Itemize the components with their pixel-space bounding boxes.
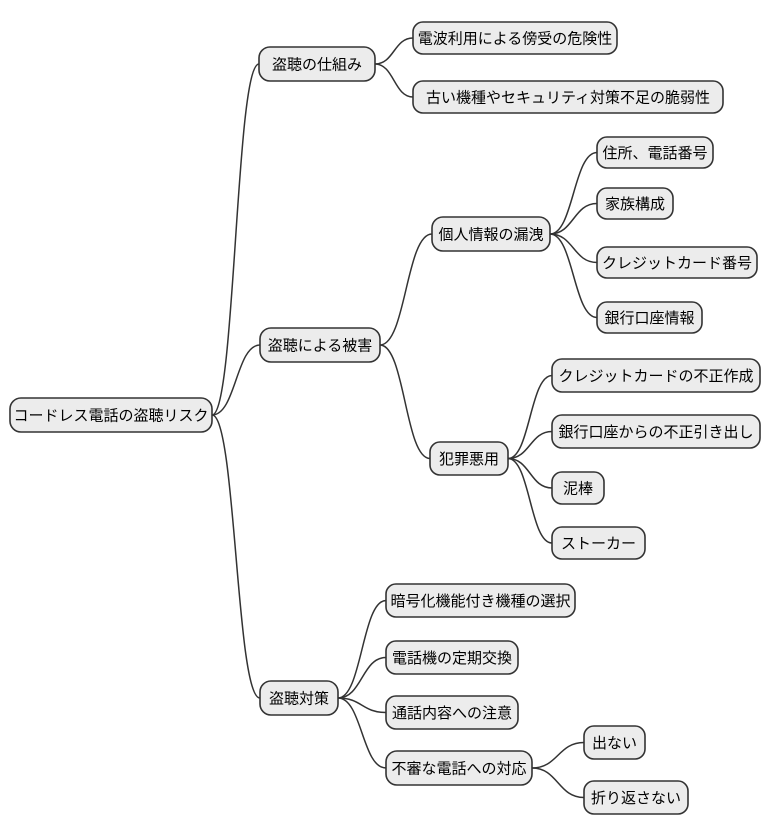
- node-credit-card-number: クレジットカード番号: [596, 246, 758, 279]
- node-call-content-caution: 通話内容への注意: [385, 695, 519, 730]
- node-bank-account-info: 銀行口座情報: [596, 301, 703, 334]
- node-credit-card-fraud-label: クレジットカードの不正作成: [558, 368, 753, 385]
- node-suspicious-call-response-label: 不審な電話への対応: [391, 761, 526, 778]
- edge-misuse-to-bank-fraud: [507, 430, 553, 460]
- node-eavesdropping-mechanism: 盗聴の仕組み: [258, 46, 376, 82]
- node-bank-account-info-label: 銀行口座情報: [604, 310, 694, 327]
- edge-countermeasures-to-replacement: [337, 656, 387, 699]
- edge-misuse-to-card-fraud: [507, 374, 553, 460]
- node-credit-card-number-label: クレジットカード番号: [602, 255, 752, 272]
- node-personal-info-leak-label: 個人情報の漏洩: [438, 227, 543, 244]
- node-countermeasures: 盗聴対策: [259, 680, 339, 716]
- edge-leak-to-address-phone: [549, 151, 598, 235]
- edge-misuse-to-stalker: [507, 457, 553, 544]
- node-eavesdropping-mechanism-label: 盗聴の仕組み: [272, 57, 362, 74]
- node-family-structure: 家族構成: [596, 187, 674, 220]
- edge-mechanism-to-radio-risk: [374, 37, 414, 65]
- edge-misuse-to-thief: [507, 457, 553, 489]
- node-radio-interception-risk: 電波利用による傍受の危険性: [412, 21, 618, 55]
- node-dont-call-back-label: 折り返さない: [591, 790, 681, 807]
- node-root-label: コードレス電話の盗聴リスク: [13, 408, 208, 425]
- edge-suspicious-to-dont-answer: [531, 741, 585, 769]
- edge-root-to-countermeasures: [211, 414, 261, 699]
- node-bank-fraud-withdrawal: 銀行口座からの不正引き出し: [551, 414, 761, 449]
- node-eavesdropping-damage-label: 盗聴による被害: [268, 338, 373, 355]
- node-regular-phone-replacement: 電話機の定期交換: [385, 640, 519, 675]
- node-stalker: ストーカー: [551, 526, 646, 560]
- node-regular-phone-replacement-label: 電話機の定期交換: [392, 650, 512, 667]
- node-radio-interception-risk-label: 電波利用による傍受の危険性: [418, 31, 613, 48]
- edge-damage-to-personal-leak: [379, 233, 433, 346]
- node-criminal-misuse: 犯罪悪用: [429, 441, 509, 476]
- node-countermeasures-label: 盗聴対策: [269, 691, 329, 708]
- node-address-phone-number: 住所、電話番号: [596, 136, 714, 169]
- node-thief-label: 泥棒: [563, 481, 593, 498]
- nodes: コードレス電話の盗聴リスク 盗聴の仕組み 電波利用による傍受の危険性 古い機種や…: [9, 21, 761, 815]
- edge-damage-to-criminal-misuse: [379, 344, 431, 460]
- node-dont-answer-label: 出ない: [592, 735, 637, 752]
- node-thief: 泥棒: [551, 471, 605, 505]
- node-eavesdropping-damage: 盗聴による被害: [259, 327, 381, 363]
- node-root: コードレス電話の盗聴リスク: [9, 397, 213, 433]
- edges: [211, 37, 598, 799]
- edge-root-to-damage: [211, 344, 261, 416]
- node-bank-fraud-withdrawal-label: 銀行口座からの不正引き出し: [558, 424, 753, 441]
- edge-countermeasures-to-caution: [337, 697, 387, 714]
- node-dont-call-back: 折り返さない: [583, 780, 689, 815]
- edge-suspicious-to-dont-call-back: [531, 767, 585, 799]
- edge-leak-to-bank-info: [549, 233, 598, 319]
- node-credit-card-fraud: クレジットカードの不正作成: [551, 358, 761, 393]
- node-old-device-vulnerability-label: 古い機種やセキュリティ対策不足の脆弱性: [426, 89, 710, 107]
- edge-countermeasures-to-suspicious: [337, 697, 387, 769]
- node-personal-info-leak: 個人情報の漏洩: [431, 216, 551, 252]
- edge-leak-to-family: [549, 202, 598, 235]
- edge-leak-to-credit-card-number: [549, 233, 598, 264]
- edge-root-to-mechanism: [211, 63, 260, 416]
- node-old-device-vulnerability: 古い機種やセキュリティ対策不足の脆弱性: [412, 80, 724, 114]
- edge-mechanism-to-old-device: [374, 63, 414, 98]
- node-address-phone-number-label: 住所、電話番号: [602, 145, 707, 162]
- edge-countermeasures-to-encrypted: [337, 599, 387, 699]
- node-stalker-label: ストーカー: [561, 536, 636, 553]
- node-suspicious-call-response: 不審な電話への対応: [385, 750, 533, 786]
- node-call-content-caution-label: 通話内容への注意: [392, 705, 512, 722]
- node-encrypted-model-selection: 暗号化機能付き機種の選択: [385, 583, 576, 618]
- node-family-structure-label: 家族構成: [605, 196, 665, 213]
- node-encrypted-model-selection-label: 暗号化機能付き機種の選択: [390, 593, 570, 610]
- node-criminal-misuse-label: 犯罪悪用: [439, 451, 499, 468]
- node-dont-answer: 出ない: [583, 725, 646, 760]
